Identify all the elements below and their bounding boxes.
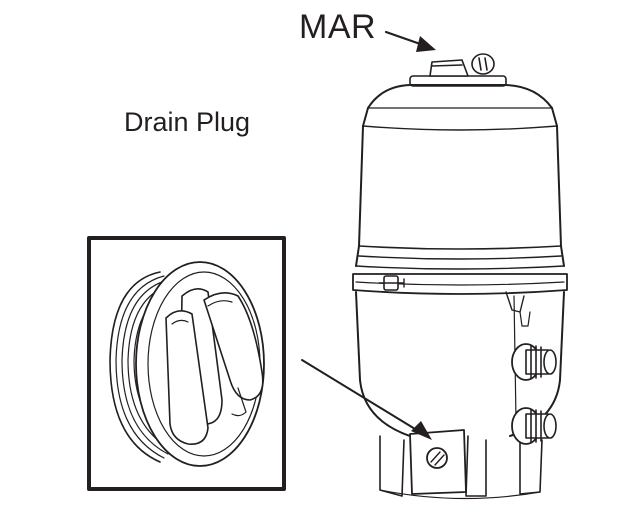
drain-plug-location-icon — [409, 429, 467, 495]
drain-plug-label: Drain Plug — [124, 107, 251, 137]
drain-plug-arrow — [301, 359, 432, 440]
drain-plug-icon — [109, 261, 265, 467]
mar-label: MAR — [299, 8, 377, 46]
pipe-union-icon — [511, 343, 557, 445]
filter-tank-icon — [352, 84, 568, 500]
manual-air-relief-valve-icon — [409, 53, 507, 87]
mar-arrow — [384, 30, 436, 52]
